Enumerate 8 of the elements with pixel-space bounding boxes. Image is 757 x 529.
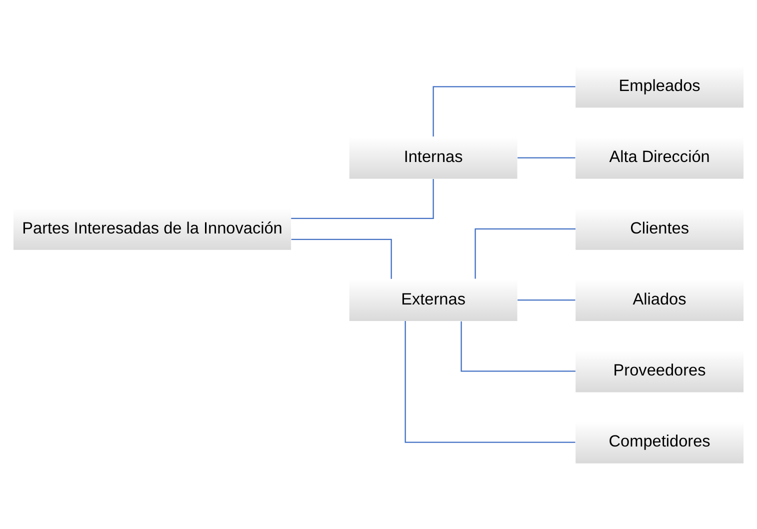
connector — [291, 238, 392, 279]
connector — [518, 299, 576, 301]
connector — [460, 321, 576, 372]
connector — [291, 179, 434, 220]
connector — [518, 157, 576, 158]
connector — [474, 228, 576, 279]
connector — [432, 86, 576, 136]
connector — [404, 321, 576, 443]
